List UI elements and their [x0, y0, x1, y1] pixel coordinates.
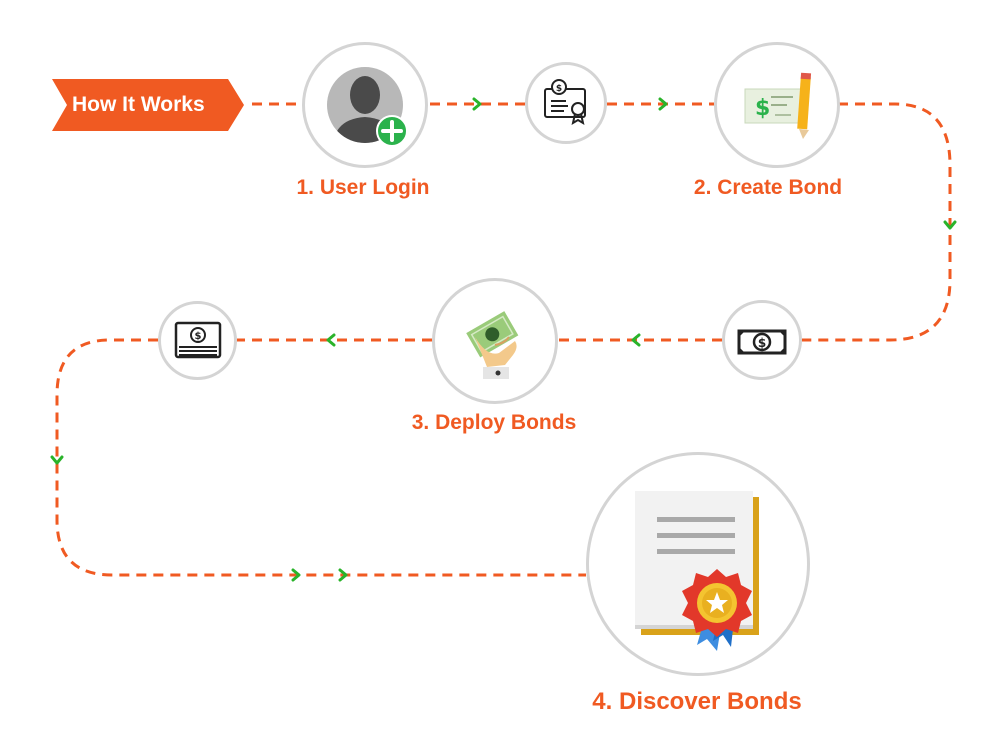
arrow-right-icon: [658, 97, 668, 111]
certificate-award-icon: [635, 491, 759, 651]
step-2-label: 2. Create Bond: [693, 176, 843, 199]
arrow-right-icon: [472, 97, 482, 111]
user-add-icon: [327, 67, 408, 147]
money-stack-icon: $: [174, 321, 222, 359]
step-3-label: 3. Deploy Bonds: [411, 411, 577, 434]
step-2-circle: $: [714, 42, 840, 168]
cheque-pencil-icon: $: [744, 72, 812, 139]
banner-title: How It Works: [72, 93, 205, 116]
svg-text:$: $: [195, 331, 202, 342]
hand-money-icon: [466, 311, 519, 379]
step-3-circle: [432, 278, 558, 404]
svg-text:$: $: [758, 336, 766, 350]
arrow-down-icon: [50, 455, 64, 465]
money-stack-circle: $: [158, 301, 237, 380]
arrow-left-icon: [631, 333, 641, 347]
certificate-circle: $: [525, 62, 607, 144]
dollar-bill-circle: $: [722, 300, 802, 380]
dollar-bill-icon: $: [737, 329, 787, 355]
arrow-right-icon: [291, 568, 301, 582]
step-4-label: 4. Discover Bonds: [592, 688, 802, 715]
arrow-right-icon: [338, 568, 348, 582]
how-it-works-banner: [52, 79, 244, 131]
step-1-label: 1. User Login: [296, 176, 430, 199]
arrow-left-icon: [326, 333, 336, 347]
step-1-circle: [302, 42, 428, 168]
certificate-icon: $: [544, 79, 586, 126]
svg-text:$: $: [755, 96, 770, 121]
step-4-circle: [586, 452, 810, 676]
arrow-down-icon: [943, 220, 957, 230]
svg-text:$: $: [556, 84, 562, 94]
